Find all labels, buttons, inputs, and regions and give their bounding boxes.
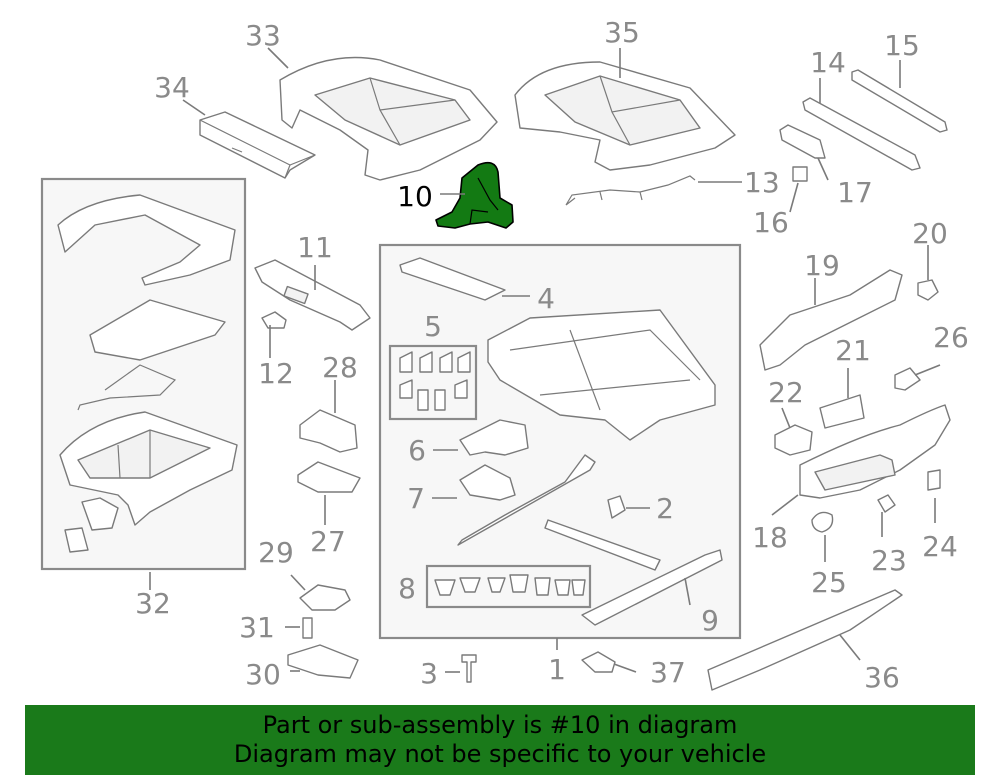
callout-26: 26 xyxy=(933,321,969,354)
part-35-cushion-pad xyxy=(514,61,736,171)
callout-15: 15 xyxy=(884,29,920,62)
part-11-trim xyxy=(254,259,371,331)
callout-2: 2 xyxy=(656,492,674,525)
banner-line-1: Part or sub-assembly is #10 in diagram xyxy=(262,711,738,739)
part-14-rail xyxy=(802,97,921,171)
callout-23: 23 xyxy=(871,544,907,577)
callout-37: 37 xyxy=(650,656,686,689)
part-10-highlighted xyxy=(435,161,514,229)
callout-13: 13 xyxy=(744,166,780,199)
callout-12: 12 xyxy=(258,357,294,390)
leader-lines xyxy=(149,47,941,673)
part-31-bolt xyxy=(302,617,313,639)
callout-8: 8 xyxy=(398,572,416,605)
callout-34: 34 xyxy=(154,71,190,104)
part-34-foam-block xyxy=(199,111,316,179)
part-10-detail xyxy=(469,177,499,225)
callout-4: 4 xyxy=(537,282,555,315)
callout-7: 7 xyxy=(407,482,425,515)
callout-18: 18 xyxy=(752,521,788,554)
callout-25: 25 xyxy=(811,566,847,599)
callout-19: 19 xyxy=(804,249,840,282)
part-23-knob xyxy=(877,494,896,513)
part-22-switch xyxy=(774,424,813,456)
callout-22: 22 xyxy=(768,376,804,409)
callout-29: 29 xyxy=(258,536,294,569)
info-banner: Part or sub-assembly is #10 in diagram D… xyxy=(25,705,975,775)
callout-10: 10 xyxy=(397,180,433,213)
callout-11: 11 xyxy=(297,231,333,264)
callout-9: 9 xyxy=(701,604,719,637)
part-15-rail xyxy=(851,69,948,133)
callout-6: 6 xyxy=(408,434,426,467)
callout-27: 27 xyxy=(310,525,346,558)
callout-17: 17 xyxy=(837,176,873,209)
part-12-clip xyxy=(261,311,287,329)
part-29-wheel xyxy=(299,584,351,611)
part-30-bracket xyxy=(287,644,359,679)
part-20-knob xyxy=(917,279,939,301)
group-32-parts xyxy=(57,194,238,553)
callout-35: 35 xyxy=(604,16,640,49)
callout-33: 33 xyxy=(245,19,281,52)
callout-1: 1 xyxy=(548,653,566,686)
callout-14: 14 xyxy=(810,46,846,79)
part-26-switch xyxy=(894,367,921,391)
part-37-clip xyxy=(581,651,616,673)
callout-5: 5 xyxy=(424,310,442,343)
part-36-trim xyxy=(707,589,903,691)
part-18-buttons xyxy=(814,454,896,491)
group-1-parts xyxy=(399,257,723,626)
part-28-bracket xyxy=(299,409,358,453)
part-27-module xyxy=(297,461,361,493)
callout-21: 21 xyxy=(835,334,871,367)
part-17-clip xyxy=(779,124,826,159)
part-13-wire xyxy=(565,175,696,206)
callout-24: 24 xyxy=(922,530,958,563)
callout-36: 36 xyxy=(864,661,900,694)
callout-20: 20 xyxy=(912,217,948,250)
part-33-cushion-shell xyxy=(279,56,498,181)
callout-32: 32 xyxy=(135,587,171,620)
callout-28: 28 xyxy=(322,351,358,384)
part-3-bolt xyxy=(461,654,477,683)
callout-16: 16 xyxy=(753,206,789,239)
part-25-knob xyxy=(811,511,834,533)
part-21-switch xyxy=(819,394,865,429)
part-11-slot xyxy=(283,285,309,305)
banner-line-2: Diagram may not be specific to your vehi… xyxy=(233,740,767,768)
part-19-bracket xyxy=(759,269,903,371)
part-16-clip xyxy=(792,166,808,182)
callout-30: 30 xyxy=(245,658,281,691)
callout-3: 3 xyxy=(420,657,438,690)
part-24-cap xyxy=(927,469,941,491)
callout-31: 31 xyxy=(239,611,275,644)
